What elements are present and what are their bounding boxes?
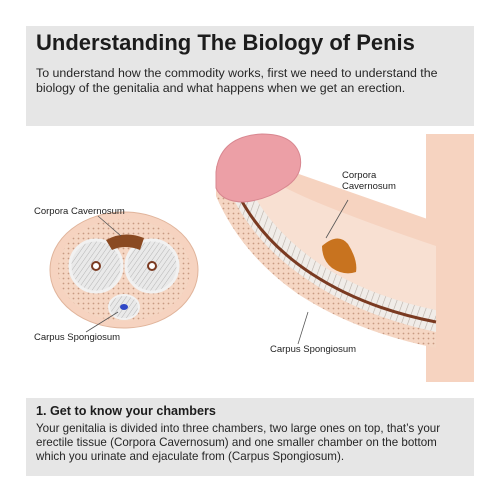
section-heading: 1. Get to know your chambers [36, 404, 216, 418]
side-view [215, 133, 474, 382]
label-side-corpora: Corpora Cavernosum [342, 170, 396, 192]
page-title: Understanding The Biology of Penis [36, 30, 415, 55]
label-side-spongiosum: Carpus Spongiosum [270, 344, 357, 355]
page-subtitle: To understand how the commodity works, f… [36, 66, 438, 95]
label-cross-spongiosum: Carpus Spongiosum [34, 332, 121, 343]
header-panel: Understanding The Biology of Penis To un… [26, 26, 474, 126]
section-body: Your genitalia is divided into three cha… [36, 422, 441, 463]
cross-section [49, 211, 199, 333]
label-cross-corpora: Corpora Cavernosum [34, 206, 125, 217]
anatomy-diagram: Corpora Cavernosum Carpus Spongiosum Cor… [26, 126, 474, 382]
footer-panel: 1. Get to know your chambers Your genita… [26, 398, 474, 476]
anatomy-illustration [49, 133, 474, 382]
